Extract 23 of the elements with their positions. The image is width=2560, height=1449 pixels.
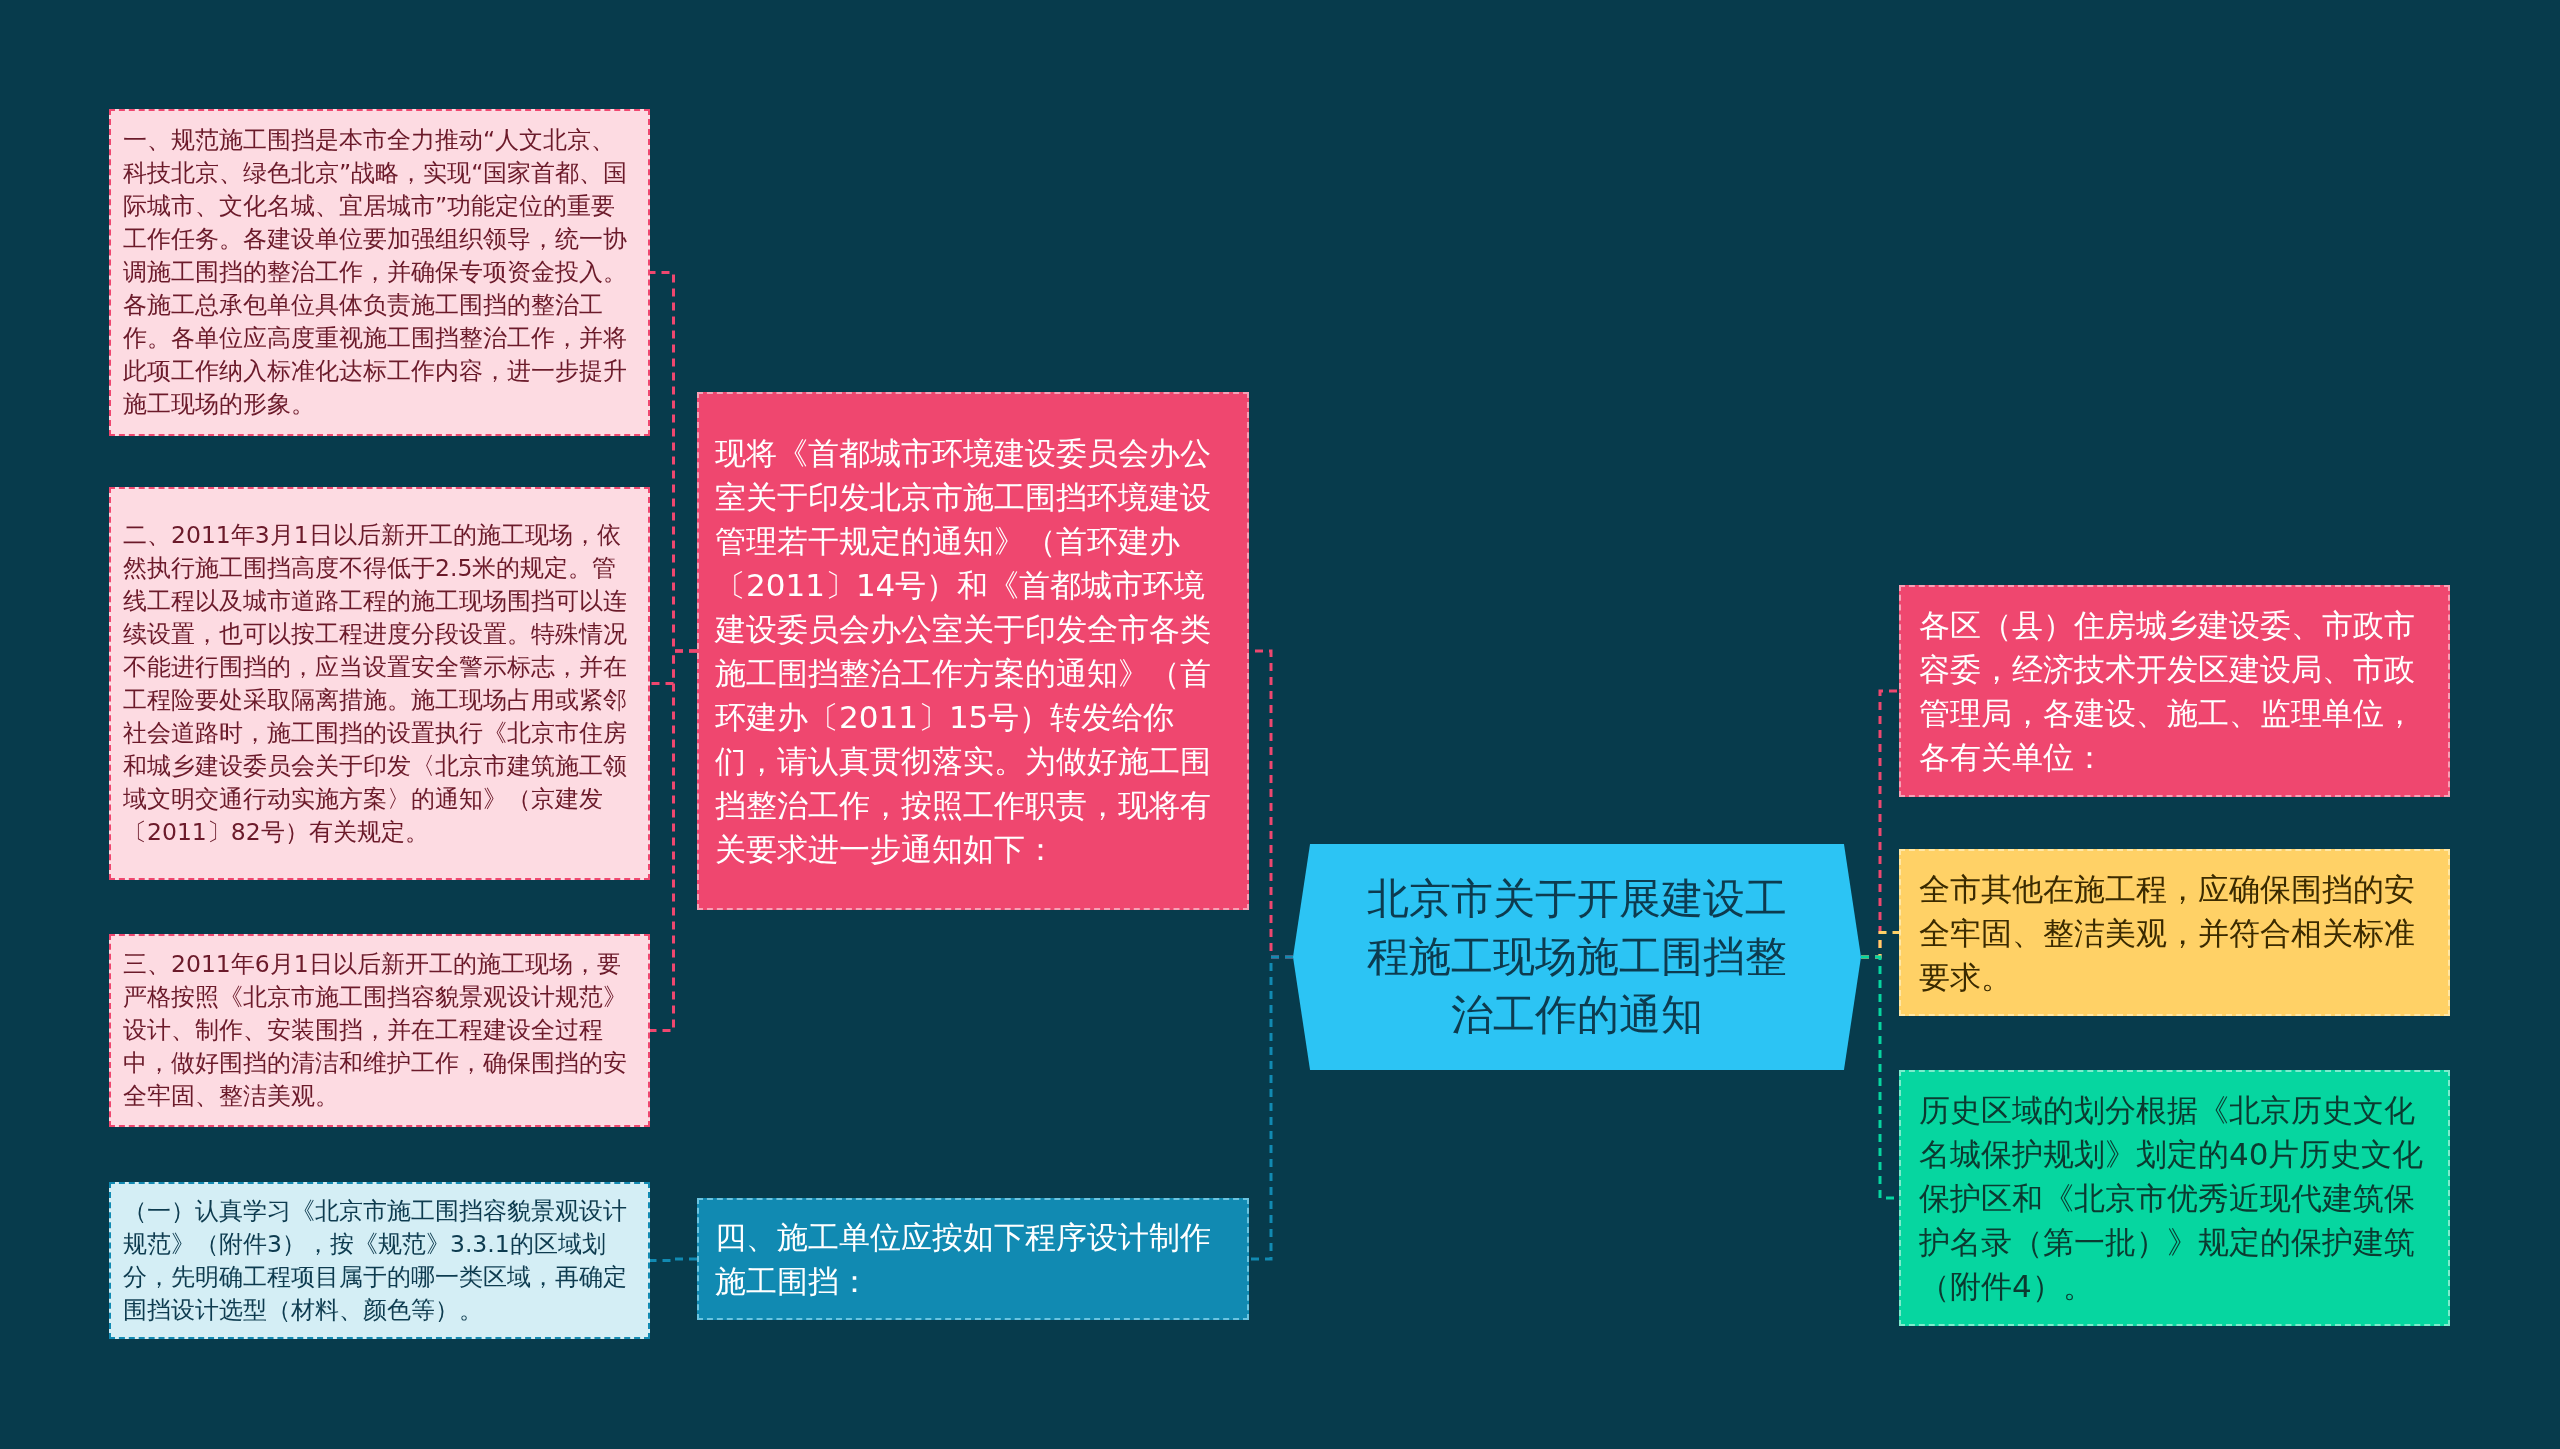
topic-box <box>697 392 1249 910</box>
node-text: 历史区域的划分根据《北京历史文化名城保护规划》划定的40片历史文化保护区和《北京市优秀近现代建筑保护名录（第一批）》规定的保护建筑（附件4）。 <box>1919 1091 2425 1306</box>
node-text: 一、规范施工围挡是本市全力推动“人文北京、科技北京、绿色北京”战略，实现“国家首都、国际城市、文化名城、宜居城市”功能定位的重要工作任务。各建设单位要加强组织领导，统一协调施工围挡的整治工作，并确保专项资金投入。各施工总承包单位具体负责施工围挡的整治工作。各单位应高度重视施工围挡整治工作，并将此项工作纳入标准化达标工作内容，进一步提升施工现场的形象。 <box>123 125 629 420</box>
node-text: 各区（县）住房城乡建设委、市政市容委，经济技术开发区建设局、市政管理局，各建设、施工、监理单位，各有关单位： <box>1919 606 2416 777</box>
topic-box <box>1899 849 2450 1016</box>
node-text: 二、2011年3月1日以后新开工的施工现场，依然执行施工围挡高度不得低于2.5米的规定。管线工程以及城市道路工程的施工现场围挡可以连续设置，也可以按工程进度分段设置。特殊情况不能进行围挡的，应当设置安全警示标志，并在工程险要处采取隔离措施。施工现场占用或紧邻社会道路时，施工围挡的设置执行《北京市住房和城乡建设委员会关于印发〈北京市建筑施工领域文明交通行动实施方案〉的通知》（京建发〔2011〕82号）有关规定。 <box>123 519 628 848</box>
node-text: 三、2011年6月1日以后新开工的施工现场，要严格按照《北京市施工围挡容貌景观设计规范》设计、制作、安装围挡，并在工程建设全过程中，做好围挡的清洁和维护工作，确保围挡的安全牢固、整洁美观。 <box>123 949 628 1112</box>
topic-box <box>109 109 650 436</box>
node-text: 四、施工单位应按如下程序设计制作施工围挡： <box>715 1218 1212 1301</box>
node-text: 现将《首都城市环境建设委员会办公室关于印发北京市施工围挡环境建设管理若干规定的通知》（首环建办〔2011〕14号）和《首都城市环境建设委员会办公室关于印发全市各类施工围挡整治工作方案的通知》（首环建办〔2011〕15号）转发给你们，请认真贯彻落实。为做好施工围挡整治工作，按照工作职责，现将有关要求进一步通知如下： <box>715 434 1212 869</box>
topic-box <box>109 487 650 880</box>
node-text: （一）认真学习《北京市施工围挡容貌景观设计规范》（附件3），按《规范》3.3.1的区域划分，先明确工程项目属于的哪一类区域，再确定围挡设计选型（材料、颜色等）。 <box>123 1195 628 1326</box>
topic-box <box>109 934 650 1127</box>
node-text: 北京市关于开展建设工程施工现场施工围挡整治工作的通知 <box>1366 873 1788 1041</box>
connector-line <box>650 649 697 1032</box>
node-text: 全市其他在施工程，应确保围挡的安全牢固、整洁美观，并符合相关标准要求。 <box>1919 869 2416 997</box>
topic-box <box>697 1198 1249 1320</box>
topic-box <box>1899 1070 2450 1326</box>
title-hexagon <box>1293 844 1861 1070</box>
topic-box <box>109 1182 650 1339</box>
connector-line <box>1249 955 1293 1261</box>
topic-box <box>1899 585 2450 797</box>
connector-line <box>650 1257 697 1262</box>
